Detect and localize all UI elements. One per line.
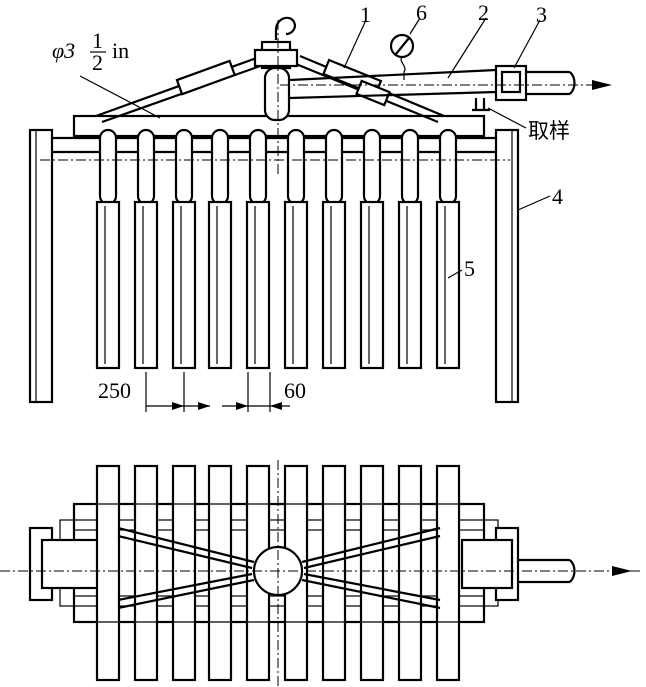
label-5: 5 xyxy=(464,256,475,281)
tube-neck xyxy=(438,128,458,206)
label-3: 3 xyxy=(536,2,547,27)
outlet-pipe-bottom xyxy=(289,90,497,100)
outlet-pipe-top xyxy=(289,68,497,82)
central-riser xyxy=(263,66,291,122)
right-support-leg xyxy=(494,128,520,404)
plan-tube xyxy=(435,464,461,682)
reactor-tube xyxy=(245,200,271,370)
reactor-tube xyxy=(95,200,121,370)
elevation-view xyxy=(28,16,612,412)
plan-tube xyxy=(133,464,159,682)
plan-tube xyxy=(321,464,347,682)
left-turnbuckle xyxy=(175,59,237,96)
outlet-fitting-inner xyxy=(500,70,522,94)
plan-outflow-arrow xyxy=(612,566,632,576)
right-turnbuckle-2 xyxy=(355,79,391,107)
label-6: 6 xyxy=(416,0,427,25)
reactor-tube xyxy=(283,200,309,370)
reactor-tube xyxy=(397,200,423,370)
reactor-tube xyxy=(435,200,461,370)
dimension-250: 250 xyxy=(98,378,131,403)
plan-tube xyxy=(397,464,423,682)
plan-tube xyxy=(95,464,121,682)
outflow-arrow xyxy=(592,80,612,90)
left-support-leg xyxy=(28,128,54,404)
tube-neck xyxy=(210,128,230,206)
tube-neck xyxy=(136,128,156,206)
tube-neck xyxy=(324,128,344,206)
plan-tube xyxy=(359,464,385,682)
pipe-diameter-unit: in xyxy=(112,38,129,63)
right-end-box xyxy=(460,538,514,590)
reactor-tube xyxy=(133,200,159,370)
label-2: 2 xyxy=(478,0,489,25)
pipe-diameter-num: 1 xyxy=(92,28,103,53)
tube-neck xyxy=(400,128,420,206)
dimension-60: 60 xyxy=(284,378,306,403)
lifting-hook xyxy=(274,16,296,40)
label-4: 4 xyxy=(552,184,563,209)
tube-neck xyxy=(98,128,118,206)
tube-neck xyxy=(248,128,268,206)
hook-plate xyxy=(253,48,299,68)
pipe-diameter-den: 2 xyxy=(92,50,103,75)
left-end-box xyxy=(40,538,100,590)
plan-tube xyxy=(171,464,197,682)
tube-neck xyxy=(362,128,382,206)
pipe-diameter-phi: φ3 xyxy=(52,38,75,63)
reactor-tube xyxy=(321,200,347,370)
reactor-tube xyxy=(171,200,197,370)
reactor-tube xyxy=(207,200,233,370)
tube-neck xyxy=(174,128,194,206)
plan-tube xyxy=(207,464,233,682)
label-1: 1 xyxy=(360,2,371,27)
reactor-tube xyxy=(359,200,385,370)
tube-neck xyxy=(286,128,306,206)
label-sampling: 取样 xyxy=(528,119,570,143)
plan-view xyxy=(0,460,640,687)
